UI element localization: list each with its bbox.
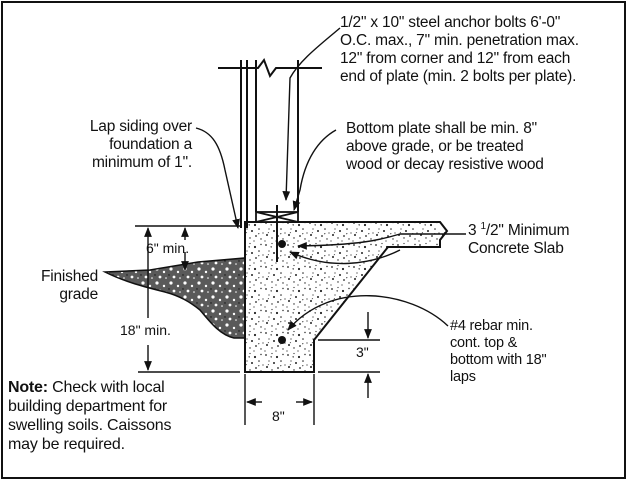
rebar-top [278, 240, 286, 248]
slab-label: 3 1/2" Minimum Concrete Slab [468, 220, 570, 258]
lap-siding-line1: Lap siding over [89, 118, 192, 135]
dimension-6-min [135, 225, 240, 271]
slab-leader [297, 233, 466, 250]
rebar-line3: bottom with 18" [450, 352, 547, 368]
slab-label-line1: 3 1/2" Minimum [468, 220, 570, 239]
note-line4: may be required. [8, 436, 125, 453]
note-line1: Note: Check with local [8, 379, 165, 396]
lap-siding-label: Lap siding over foundation a minimum of … [20, 118, 192, 172]
anchor-bolt-label-line1: 1/2" x 10" steel anchor bolts 6'-0" [340, 14, 561, 31]
bottom-plate-leader [292, 129, 337, 211]
lap-siding-line2: foundation a [109, 136, 192, 153]
rebar-leader-bottom [287, 295, 449, 331]
rebar-line1: #4 rebar min. [450, 318, 533, 334]
stud-wall [240, 60, 299, 228]
dimension-8 [244, 374, 315, 425]
rebar-bottom [278, 336, 286, 344]
dimension-6-min-text: 6" min. [146, 240, 190, 256]
finished-grade-soil [102, 257, 246, 339]
note-line3: swelling soils. Caissons [8, 417, 172, 434]
finished-grade-line2: grade [59, 286, 98, 303]
lap-siding-leader [195, 127, 240, 229]
anchor-bolt-label-line4: end of plate (min. 2 bolts per plate). [340, 68, 577, 85]
slab-break-line [439, 221, 448, 241]
finished-grade-label: Finished grade [14, 268, 98, 304]
bottom-plate-line2: above grade, or be treated [346, 138, 524, 155]
dimension-3 [318, 312, 380, 398]
slab-label-line2: Concrete Slab [468, 240, 564, 257]
anchor-bolt-label-line3: 12" from corner and 12" from each [340, 50, 571, 67]
dimension-8-text: 8" [272, 408, 285, 424]
dimension-18-min-text: 18" min. [120, 322, 171, 338]
rebar-line2: cont. top & [450, 335, 518, 351]
lap-siding-line3: minimum of 1". [91, 154, 192, 171]
finished-grade-line1: Finished [41, 268, 98, 285]
anchor-bolt-label: 1/2" x 10" steel anchor bolts 6'-0" O.C.… [340, 14, 579, 86]
note-line2: building department for [8, 398, 168, 415]
dimension-18-min [138, 227, 240, 373]
bottom-plate-line1: Bottom plate shall be min. 8" [346, 120, 537, 137]
rebar-line4: laps [450, 369, 476, 385]
anchor-bolt-leader [282, 27, 341, 201]
rebar-label: #4 rebar min. cont. top & bottom with 18… [450, 318, 547, 386]
anchor-bolt-label-line2: O.C. max., 7" min. penetration max. [340, 32, 579, 49]
wall-break-line [218, 57, 322, 79]
swelling-soils-note: Note: Check with local building departme… [8, 378, 171, 454]
bottom-plate-label: Bottom plate shall be min. 8" above grad… [346, 120, 544, 174]
rebar-leader-top [289, 249, 401, 265]
bottom-plate-line3: wood or decay resistive wood [346, 156, 544, 173]
dimension-3-text: 3" [356, 344, 369, 360]
